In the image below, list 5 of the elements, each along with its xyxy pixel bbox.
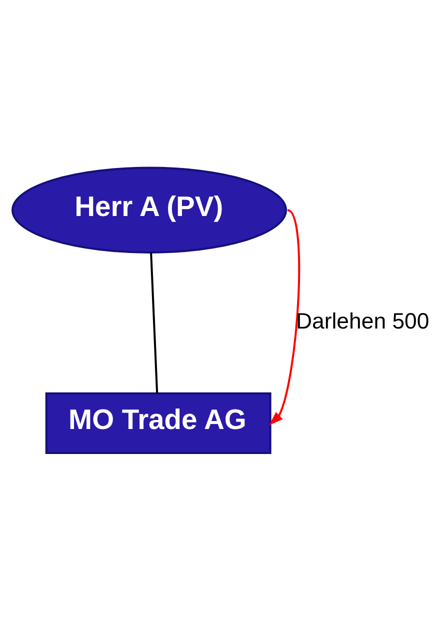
node-box: MO Trade AG	[45, 392, 272, 454]
connector	[150, 252, 158, 393]
node-ellipse: Herr A (PV)	[12, 166, 287, 253]
edge-label: Darlehen 500	[296, 308, 430, 333]
arrow	[269, 208, 300, 425]
